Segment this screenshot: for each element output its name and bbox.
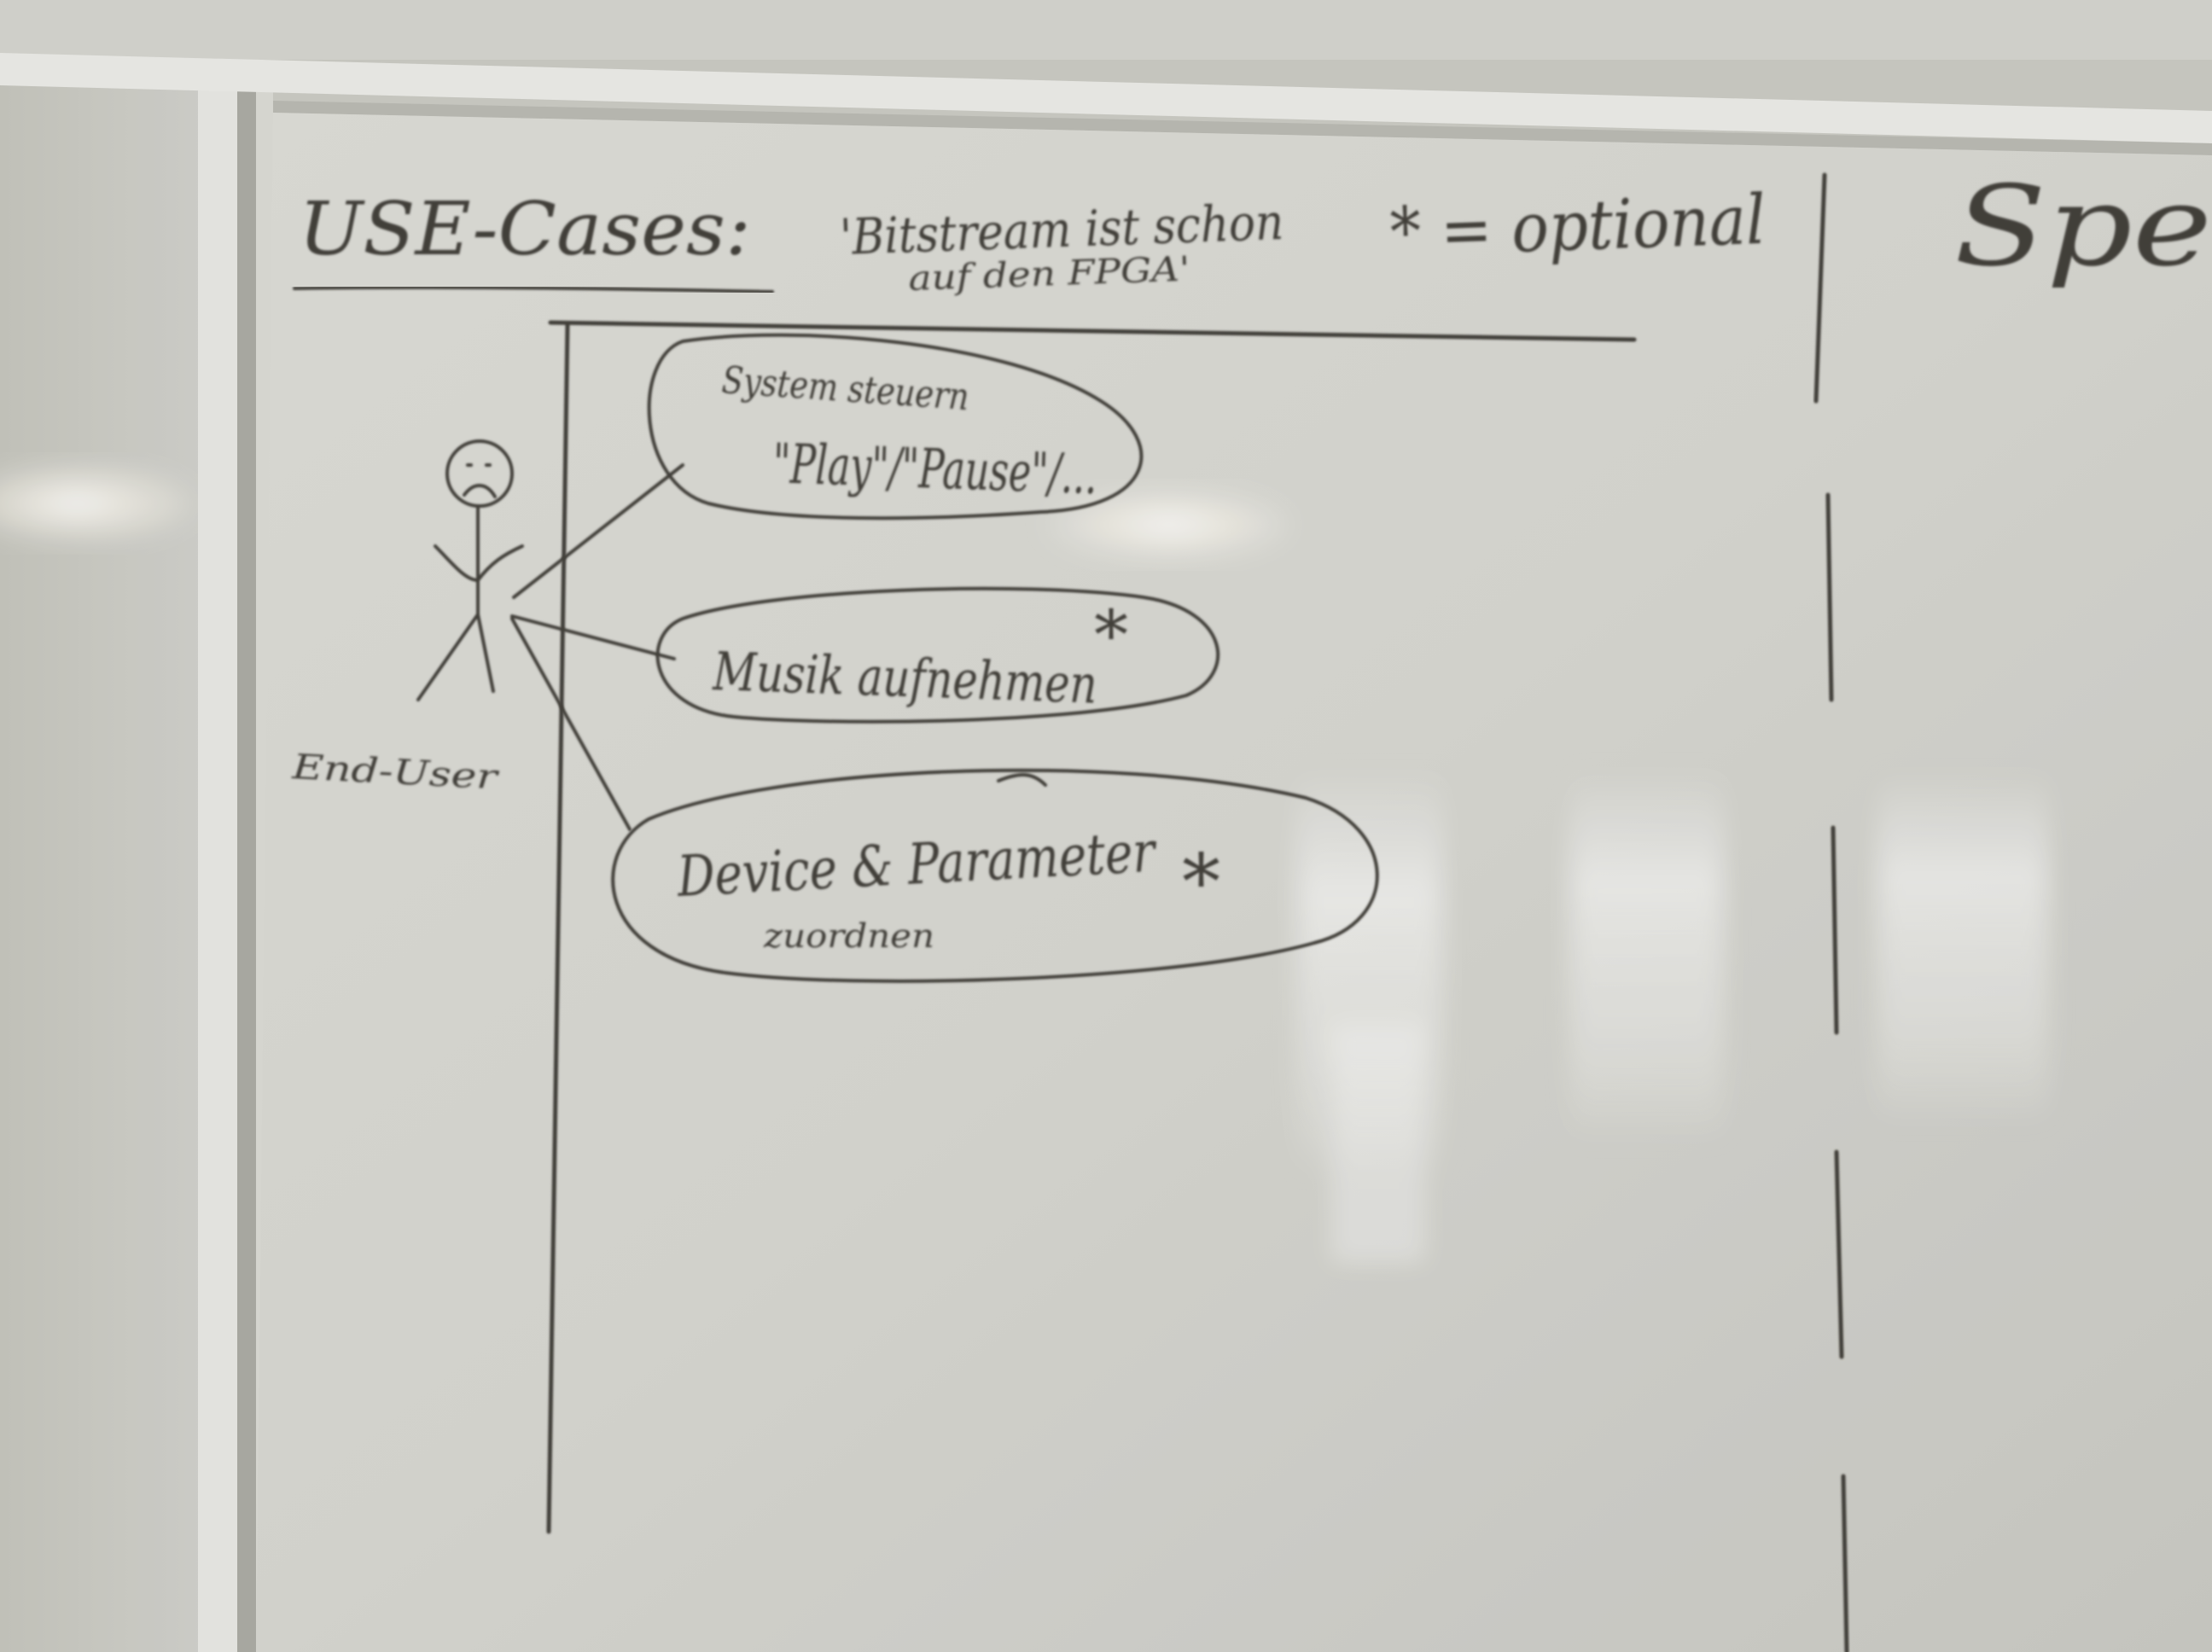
- association-lines: [510, 463, 684, 831]
- main-board: [256, 113, 2212, 1652]
- optional-legend: * = optional: [1388, 180, 1767, 272]
- left-board-glare: [0, 461, 205, 546]
- system-boundary: [546, 320, 1637, 1534]
- ceiling-light-glare: [1041, 486, 1297, 563]
- use-case-3-optional-marker: *: [1182, 838, 1220, 928]
- use-case-2-optional-marker: *: [1094, 596, 1128, 675]
- window-reflections: [1297, 768, 2048, 1263]
- use-case-3-line2: zuordnen: [763, 917, 934, 955]
- use-case-2-line1: Musik aufnehmen: [712, 640, 1098, 716]
- right-panel-heading: Spe: [1954, 161, 2212, 291]
- use-case-ellipse-3: [611, 768, 1379, 983]
- ceiling-strip: [0, 0, 2212, 60]
- use-case-ellipse-1: [647, 333, 1144, 521]
- title-underline: [293, 285, 774, 294]
- frame-top: [0, 53, 2212, 143]
- frame-rail-left: [198, 60, 237, 1652]
- frame-rail-shadow: [237, 77, 256, 1652]
- left-board: [0, 85, 205, 1652]
- frame-top-shadow: [273, 101, 2212, 155]
- use-case-ellipse-2: [655, 586, 1220, 724]
- actor-stick-figure: [416, 439, 524, 701]
- board-title: USE-Cases:: [299, 187, 751, 272]
- section-divider: [1813, 172, 1849, 1652]
- use-case-1-line2: "Play"/"Pause"/...: [771, 433, 1097, 507]
